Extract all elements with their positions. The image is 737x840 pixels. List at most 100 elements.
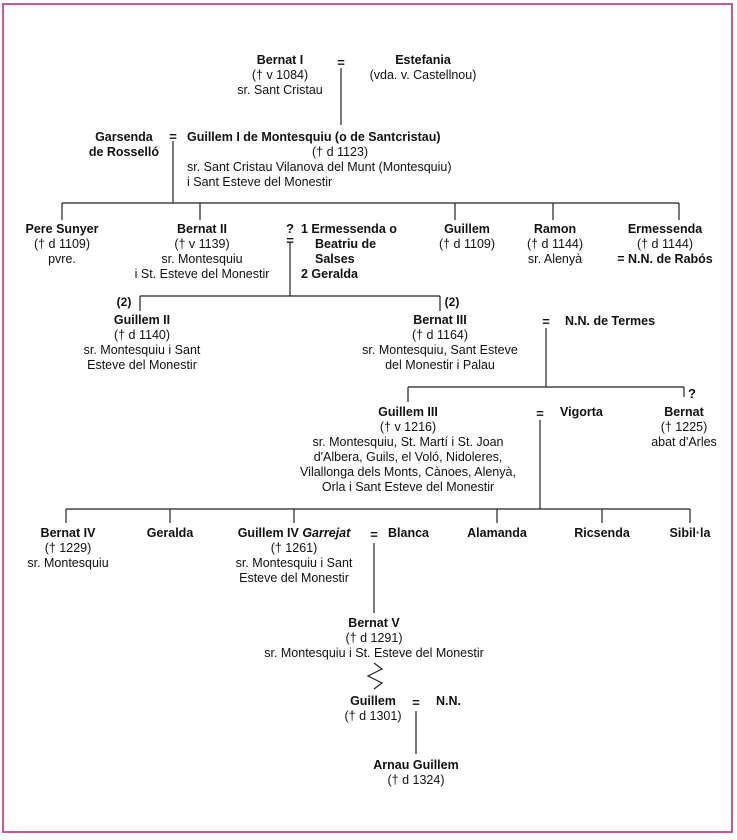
person-title: abat d'Arles	[651, 435, 717, 449]
person-dates: († d 1164)	[411, 328, 469, 342]
person-name: Bernat V	[348, 616, 400, 630]
person-dates: († 1229)	[44, 541, 92, 555]
person-name: Garsenda	[95, 130, 153, 144]
person-name: Bernat II	[176, 222, 227, 236]
person-spouse: = N.N. de Rabós	[617, 252, 713, 266]
person-title: sr. Sant Cristau Vilanova del Munt (Mont…	[187, 160, 452, 174]
uncertain-marker: ?	[286, 221, 294, 236]
person-garsenda: Garsenda de Rosselló	[89, 130, 159, 160]
marriage-number: (2)	[116, 295, 132, 309]
person-title: sr. Alenyà	[527, 252, 583, 266]
spouse-line3: Salses	[315, 252, 355, 266]
person-name: Estefania	[395, 53, 451, 67]
person-nn-termes: N.N. de Termes	[565, 314, 655, 329]
marriage-symbol: =	[412, 695, 420, 710]
person-title-line2: i St. Esteve del Monestir	[134, 267, 270, 281]
uncertain-marker: ?	[688, 386, 696, 401]
person-name: Alamanda	[467, 526, 527, 540]
person-name: N.N. de Termes	[565, 314, 656, 328]
person-ricsenda: Ricsenda	[574, 526, 630, 541]
person-name: Sibil·la	[669, 526, 711, 540]
person-guillem: Guillem († d 1109)	[439, 222, 495, 252]
person-dates: († v 1216)	[379, 420, 437, 434]
person-dates: († v 1139)	[174, 237, 230, 251]
person-bernat-abat: Bernat († 1225) abat d'Arles	[651, 405, 717, 450]
person-name: Vigorta	[560, 405, 603, 419]
person-title: sr. Montesquiu i Sant	[235, 556, 353, 570]
person-title-line2: d'Albera, Guils, el Voló, Nidoleres,	[313, 450, 503, 464]
marriage-symbol: =	[286, 233, 294, 248]
person-title-line3: Vilallonga dels Monts, Cànoes, Alenyà,	[300, 465, 516, 479]
person-name-line2: de Rosselló	[88, 145, 159, 159]
person-estefania: Estefania (vda. v. Castellnou)	[370, 53, 477, 83]
person-name-row: Guillem IV Garrejat	[236, 526, 353, 541]
marriage-symbol: =	[542, 314, 550, 329]
person-title: sr. Montesquiu	[161, 252, 243, 266]
person-title: sr. Montesquiu i St. Esteve del Monestir	[264, 646, 484, 660]
spouse-line4: 2 Geralda	[301, 267, 358, 281]
marriage-number: (2)	[444, 295, 460, 309]
person-pere-sunyer: Pere Sunyer († d 1109) pvre.	[26, 222, 99, 267]
person-name: N.N.	[436, 694, 461, 708]
person-guillem-1301: Guillem († d 1301)	[345, 694, 402, 724]
person-dates: († d 1109)	[438, 237, 496, 251]
person-name: Guillem III	[378, 405, 438, 419]
person-name: Ermessenda	[627, 222, 703, 236]
person-name: Guillem	[350, 694, 396, 708]
person-name: Bernat I	[256, 53, 304, 67]
spouse-line1: 1 Ermessenda o	[301, 222, 397, 236]
person-name: Guillem	[444, 222, 490, 236]
person-bernat3: Bernat III († d 1164) sr. Montesquiu, Sa…	[362, 313, 518, 373]
line-bernat5-zigzag	[366, 662, 384, 690]
person-sibilla: Sibil·la	[670, 526, 711, 541]
person-bernat1: Bernat I († v 1084) sr. Sant Cristau	[237, 53, 322, 98]
person-title: sr. Montesquiu i Sant	[83, 343, 201, 357]
marriage-symbol: =	[370, 527, 378, 542]
person-title: pvre.	[48, 252, 76, 266]
person-nn: N.N.	[436, 694, 461, 709]
person-name: Pere Sunyer	[25, 222, 99, 236]
person-ramon: Ramon († d 1144) sr. Alenyà	[527, 222, 583, 267]
person-title-line2: Esteve del Monestir	[239, 571, 349, 585]
marriage-symbol: =	[536, 406, 544, 421]
page-border	[2, 3, 733, 833]
person-bernat5: Bernat V († d 1291) sr. Montesquiu i St.…	[264, 616, 484, 661]
person-title-line2: del Monestir i Palau	[385, 358, 495, 372]
person-dates: (vda. v. Castellnou)	[369, 68, 477, 82]
person-guillem3: Guillem III († v 1216) sr. Montesquiu, S…	[300, 405, 516, 495]
person-guillem4: Guillem IV Garrejat († 1261) sr. Montesq…	[236, 526, 353, 586]
person-dates: († d 1301)	[344, 709, 402, 723]
person-epithet: Garrejat	[302, 526, 351, 540]
person-dates: († v 1084)	[251, 68, 309, 82]
person-name: Ricsenda	[574, 526, 630, 540]
person-dates: († d 1324)	[387, 773, 445, 787]
person-name: Arnau Guillem	[373, 758, 459, 772]
person-guillem1: Guillem I de Montesquiu (o de Santcrista…	[187, 130, 451, 190]
person-name: Bernat IV	[40, 526, 96, 540]
person-title: sr. Sant Cristau	[237, 83, 323, 97]
person-ermessenda-geralda: 1 Ermessenda o Beatriu de Salses 2 Geral…	[301, 222, 397, 282]
person-title-line4: Orla i Sant Esteve del Monestir	[321, 480, 495, 494]
person-ermessenda: Ermessenda († d 1144) = N.N. de Rabós	[617, 222, 713, 267]
person-name: Bernat	[664, 405, 704, 419]
person-dates: († 1261)	[270, 541, 318, 555]
person-arnau-guillem: Arnau Guillem († d 1324)	[373, 758, 458, 788]
person-guillem2: Guillem II († d 1140) sr. Montesquiu i S…	[84, 313, 201, 373]
person-dates: († d 1144)	[526, 237, 584, 251]
person-geralda: Geralda	[147, 526, 194, 541]
person-blanca: Blanca	[388, 526, 429, 541]
person-vigorta: Vigorta	[560, 405, 603, 420]
spouse-line2: Beatriu de	[315, 237, 377, 251]
person-title: sr. Montesquiu	[27, 556, 109, 570]
person-dates: († d 1109)	[33, 237, 91, 251]
person-title-line2: Esteve del Monestir	[87, 358, 197, 372]
person-title-line2: i Sant Esteve del Monestir	[187, 175, 333, 189]
person-dates: († d 1144)	[636, 237, 694, 251]
person-name: Geralda	[146, 526, 194, 540]
person-title: sr. Montesquiu, Sant Esteve	[362, 343, 518, 357]
person-dates: († d 1140)	[113, 328, 171, 342]
person-name: Ramon	[533, 222, 577, 236]
person-bernat2: Bernat II († v 1139) sr. Montesquiu i St…	[135, 222, 270, 282]
person-name: Guillem I de Montesquiu (o de Santcrista…	[187, 130, 441, 144]
person-dates: († d 1291)	[345, 631, 403, 645]
